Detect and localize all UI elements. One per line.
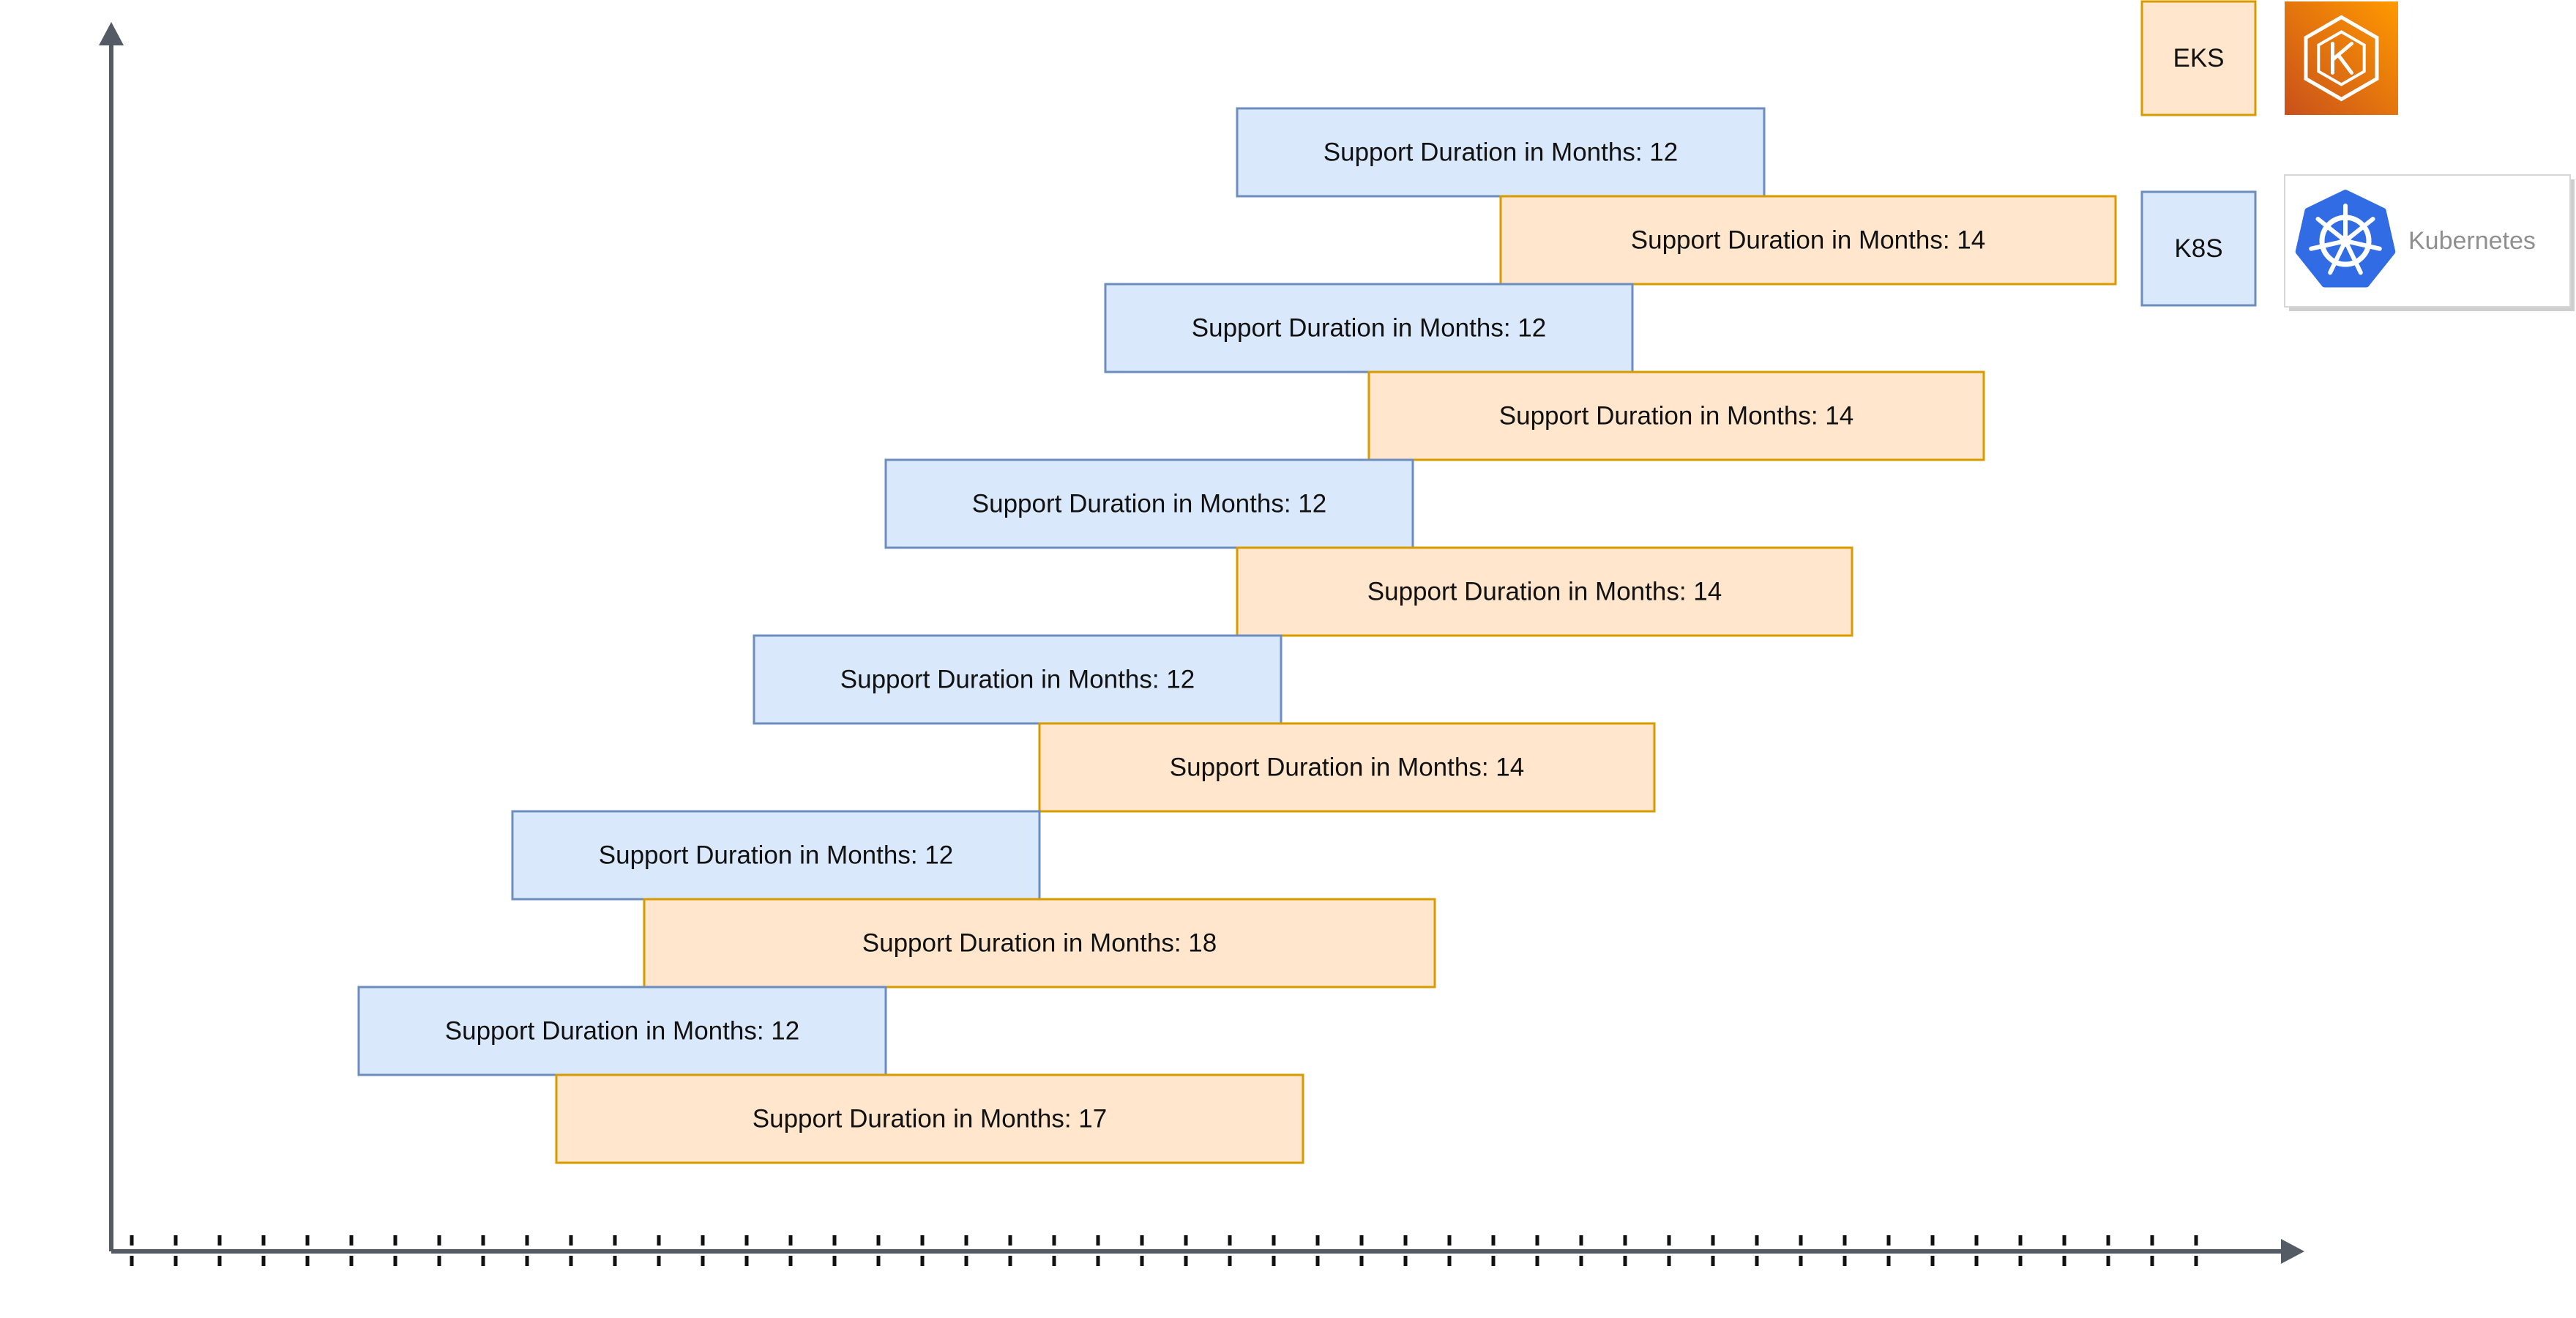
bar-label: Support Duration in Months: 17	[753, 1105, 1107, 1133]
bar-rect	[1104, 283, 1634, 373]
bar-rect	[753, 634, 1283, 725]
gantt-bar-k8s: Support Duration in Months: 12	[884, 458, 1414, 549]
gantt-bar-eks: Support Duration in Months: 14	[1367, 371, 1985, 461]
bar-rect	[1038, 722, 1656, 813]
bar-label: Support Duration in Months: 14	[1170, 753, 1524, 782]
kubernetes-logo-icon: Kubernetes	[2284, 174, 2575, 311]
bar-rect	[1236, 546, 1853, 637]
y-axis-arrowhead	[99, 22, 124, 45]
legend-label: EKS	[2173, 44, 2224, 72]
bars-group: Support Duration in Months: 12 Support Du…	[357, 107, 2117, 1164]
gantt-bar-eks: Support Duration in Months: 14	[1499, 195, 2117, 286]
legend-swatch	[2140, 190, 2257, 307]
gantt-bar-k8s: Support Duration in Months: 12	[357, 986, 887, 1076]
bar-rect	[555, 1073, 1304, 1164]
gantt-bar-k8s: Support Duration in Months: 12	[1104, 283, 1634, 373]
gantt-bar-eks: Support Duration in Months: 17	[555, 1073, 1304, 1164]
bar-rect	[1367, 371, 1985, 461]
bar-rect	[1236, 107, 1766, 198]
gantt-bar-eks: Support Duration in Months: 14	[1038, 722, 1656, 813]
eks-logo-icon	[2285, 1, 2398, 115]
bar-label: Support Duration in Months: 12	[599, 841, 953, 870]
gantt-bar-eks: Support Duration in Months: 18	[643, 898, 1436, 988]
legend-item-eks: EKS	[2140, 0, 2398, 116]
legend: EKS K8S Kubernetes	[2140, 0, 2575, 311]
bar-rect	[643, 898, 1436, 988]
bar-rect	[884, 458, 1414, 549]
bar-label: Support Duration in Months: 18	[862, 929, 1217, 958]
gantt-bar-k8s: Support Duration in Months: 12	[511, 810, 1041, 901]
gantt-bar-k8s: Support Duration in Months: 12	[753, 634, 1283, 725]
bar-label: Support Duration in Months: 12	[1192, 314, 1546, 343]
chart-axes	[99, 22, 2304, 1276]
bar-label: Support Duration in Months: 14	[1367, 578, 1722, 606]
gantt-bar-k8s: Support Duration in Months: 12	[1236, 107, 1766, 198]
bar-label: Support Duration in Months: 12	[445, 1017, 799, 1046]
bar-label: Support Duration in Months: 14	[1499, 402, 1853, 431]
bar-label: Support Duration in Months: 14	[1631, 226, 1985, 255]
bar-label: Support Duration in Months: 12	[972, 490, 1326, 518]
bar-rect	[511, 810, 1041, 901]
legend-label: K8S	[2174, 234, 2222, 263]
legend-swatch	[2140, 0, 2257, 116]
legend-item-k8s: K8S Kubernetes	[2140, 174, 2575, 311]
bar-label: Support Duration in Months: 12	[840, 666, 1195, 694]
bar-label: Support Duration in Months: 12	[1324, 138, 1678, 167]
gantt-bar-eks: Support Duration in Months: 14	[1236, 546, 1853, 637]
x-axis-arrowhead	[2281, 1239, 2304, 1264]
kubernetes-logo-text: Kubernetes	[2408, 227, 2536, 255]
bar-rect	[1499, 195, 2117, 286]
